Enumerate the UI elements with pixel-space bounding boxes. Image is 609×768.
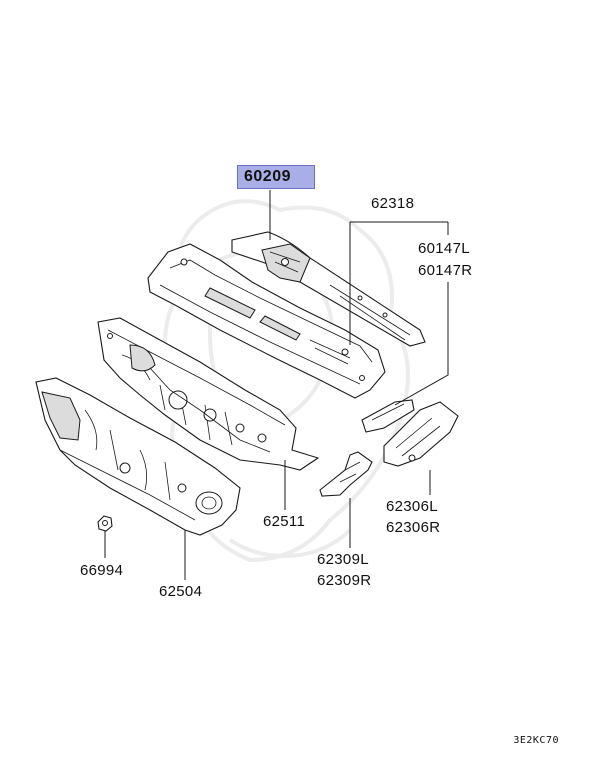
label-62318[interactable]: 62318 bbox=[371, 195, 415, 212]
label-62309l[interactable]: 62309L bbox=[317, 551, 369, 568]
label-60147r[interactable]: 60147R bbox=[418, 262, 473, 279]
part-60209-cowl-grille[interactable] bbox=[231, 231, 426, 347]
part-62309-bracket[interactable] bbox=[319, 451, 373, 497]
leader-lines bbox=[104, 190, 449, 580]
highlighted-part-number[interactable]: 60209 bbox=[237, 165, 315, 189]
part-62504-insulator[interactable] bbox=[35, 377, 241, 536]
label-62306l[interactable]: 62306L bbox=[386, 498, 438, 515]
label-62511[interactable]: 62511 bbox=[263, 513, 306, 530]
highlighted-part-label: 60209 bbox=[244, 168, 291, 185]
label-62309r[interactable]: 62309R bbox=[317, 572, 372, 589]
part-66994-nut[interactable] bbox=[97, 515, 113, 532]
label-62306r[interactable]: 62306R bbox=[386, 519, 441, 536]
diagram-code: 3E2KC70 bbox=[513, 735, 559, 746]
label-66994[interactable]: 66994 bbox=[80, 562, 124, 579]
label-62504[interactable]: 62504 bbox=[159, 583, 203, 600]
part-62306-side-bracket[interactable] bbox=[383, 401, 459, 467]
part-62318-cowl-top-panel[interactable] bbox=[147, 243, 386, 399]
part-62511-dash-panel[interactable] bbox=[97, 317, 320, 471]
part-60147-bracket[interactable] bbox=[361, 399, 415, 433]
label-60147l[interactable]: 60147L bbox=[418, 240, 470, 257]
